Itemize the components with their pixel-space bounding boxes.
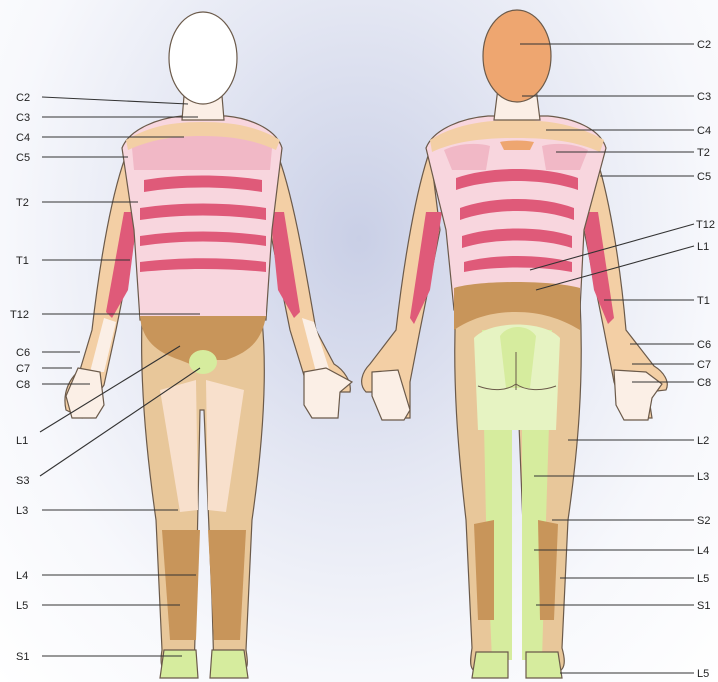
label-front-c2: C2 (16, 92, 30, 104)
label-front-c3: C3 (16, 112, 30, 124)
back-upper-pink-r (542, 144, 588, 170)
label-back-c8: C8 (697, 377, 711, 389)
front-groin (189, 350, 217, 374)
label-back-c5: C5 (697, 171, 711, 183)
label-back-s1: S1 (697, 600, 710, 612)
label-front-s3: S3 (16, 475, 29, 487)
label-front-c4: C4 (16, 132, 30, 144)
label-back-c6: C6 (697, 339, 711, 351)
label-front-c5: C5 (16, 152, 30, 164)
label-back-l5-foot: L5 (697, 668, 709, 680)
leader-front-c2 (42, 97, 188, 104)
label-front-l4: L4 (16, 570, 28, 582)
label-back-c2: C2 (697, 39, 711, 51)
back-right-foot (472, 652, 508, 678)
label-front-c7: C7 (16, 363, 30, 375)
label-front-t1: T1 (16, 255, 29, 267)
back-t2-mark (500, 141, 534, 151)
back-left-foot (526, 652, 562, 678)
front-left-foot (210, 650, 248, 678)
label-front-l5: L5 (16, 600, 28, 612)
label-back-l3: L3 (697, 471, 709, 483)
label-back-c7: C7 (697, 359, 711, 371)
label-front-c8: C8 (16, 379, 30, 391)
front-figure (65, 12, 352, 678)
back-upper-pink (444, 144, 490, 170)
label-back-c4: C4 (697, 125, 711, 137)
label-back-c3: C3 (697, 91, 711, 103)
label-back-l2: L2 (697, 435, 709, 447)
label-front-l3: L3 (16, 505, 28, 517)
label-front-t12: T12 (10, 309, 29, 321)
label-back-l1: L1 (697, 241, 709, 253)
label-back-t1: T1 (697, 295, 710, 307)
label-front-t2: T2 (16, 197, 29, 209)
front-left-shin (208, 530, 246, 640)
front-head (169, 12, 237, 104)
label-back-s2: S2 (697, 515, 710, 527)
label-back-t2: T2 (697, 147, 710, 159)
front-abdomen-lower (140, 283, 266, 316)
front-right-foot (160, 650, 198, 678)
back-labels: C2 C3 C4 T2 C5 T12 L1 T1 C6 C7 C8 L2 L3 … (696, 39, 715, 680)
label-front-c6: C6 (16, 347, 30, 359)
label-front-l1: L1 (16, 435, 28, 447)
front-right-hand (66, 368, 104, 418)
label-front-s1: S1 (16, 651, 29, 663)
label-back-l5: L5 (697, 573, 709, 585)
label-back-l4: L4 (697, 545, 709, 557)
front-labels: C2 C3 C4 C5 T2 T1 T12 C6 C7 C8 L1 S3 L3 … (10, 92, 30, 663)
label-back-t12: T12 (696, 219, 715, 231)
back-head (483, 10, 551, 102)
back-sacral (500, 327, 536, 388)
